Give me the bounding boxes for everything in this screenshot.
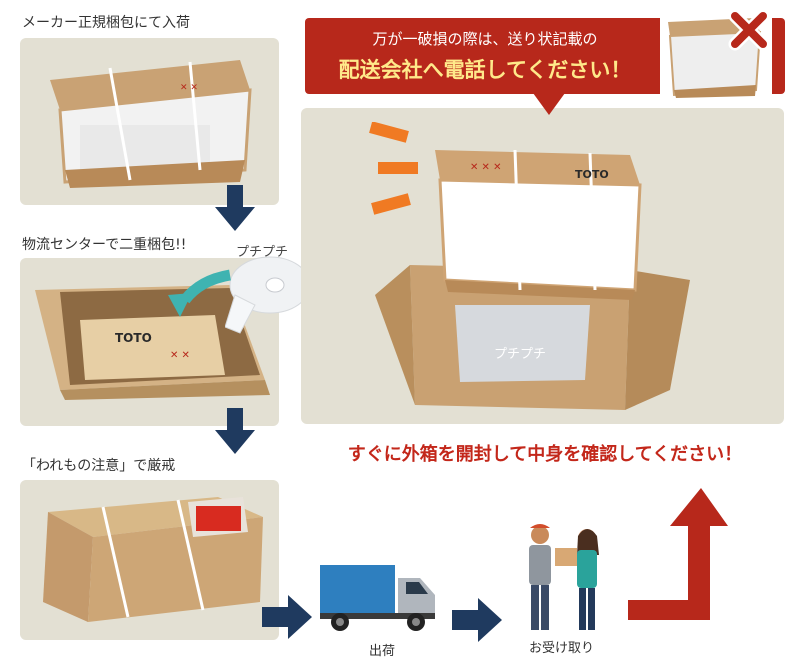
arrow-right-icon [452,598,502,642]
svg-text:✕ ✕: ✕ ✕ [180,83,198,93]
callout-line2: 配送会社へ電話してください！ [338,58,632,82]
callout-tail [533,93,565,115]
step2-box-image: TOTO ✕ ✕ [35,285,270,400]
delivery-label: お受け取り [529,641,595,656]
box-brand-label: TOTO [575,168,609,181]
svg-text:✕ ✕: ✕ ✕ [170,350,190,361]
callout-line1: 万が一破損の際は、送り状記載の [372,30,598,48]
step1-label: メーカー正規梱包にて入荷 [22,15,190,31]
step3-box-image [43,497,263,622]
truck-icon [320,565,435,631]
unbox-image: プチプチ TOTO ✕ ✕ ✕ [375,149,690,410]
arrow-up-bent-icon [628,488,728,620]
shock-lines-icon [369,122,418,215]
bubble-wrap-label: プチプチ [494,347,546,362]
svg-text:✕ ✕ ✕: ✕ ✕ ✕ [470,162,502,173]
arrow-down-icon [215,408,255,454]
step3-label: 「われもの注意」で厳戒 [22,458,176,474]
check-contents-message: すぐに外箱を開封して中身を確認してください！ [347,444,743,465]
step1-box-image: ✕ ✕ [50,60,252,188]
cross-mark-icon [728,9,770,51]
arrow-right-icon [262,595,312,639]
bubble-wrap-roll-image [225,256,311,334]
step2-label: 物流センターで二重梱包!! [22,237,187,253]
curved-arrow-icon [168,269,232,317]
bubble-wrap-label: プチプチ [236,245,289,260]
box-brand-label: TOTO [115,331,152,345]
arrow-down-icon [215,185,255,231]
handover-people-icon [529,524,599,630]
shipping-label: 出荷 [369,644,396,659]
